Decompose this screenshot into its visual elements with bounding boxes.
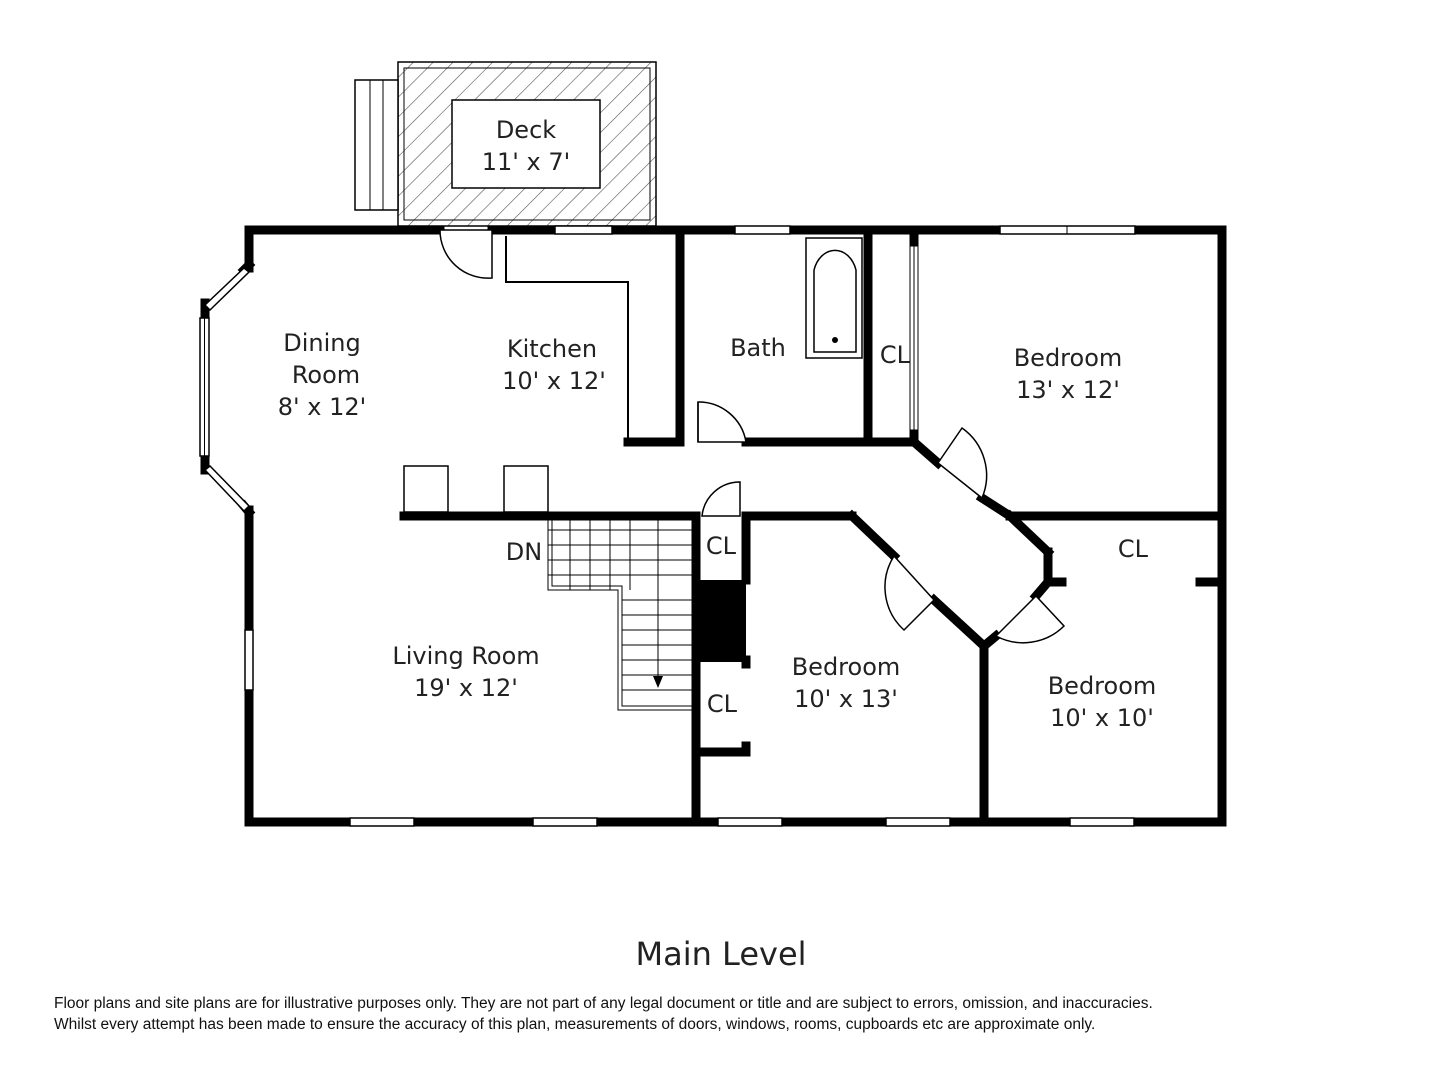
kitchen-name: Kitchen bbox=[507, 335, 597, 363]
bath-name: Bath bbox=[730, 334, 786, 362]
bedroom-se-dims: 10' x 10' bbox=[1050, 704, 1154, 732]
bedroom-mid-dims: 10' x 13' bbox=[794, 685, 898, 713]
bathtub bbox=[805, 237, 863, 359]
bar-stools bbox=[403, 465, 549, 513]
closet-label-se: CL bbox=[1118, 535, 1149, 563]
bay-window bbox=[199, 267, 251, 513]
disclaimer-line-1: Floor plans and site plans are for illus… bbox=[54, 995, 1153, 1012]
living-name: Living Room bbox=[392, 642, 539, 670]
room-labels: Deck 11' x 7' Dining Room 8' x 12' Kitch… bbox=[278, 116, 1157, 732]
staircase bbox=[547, 518, 694, 711]
windows bbox=[244, 225, 1136, 827]
disclaimer: Floor plans and site plans are for illus… bbox=[54, 993, 1394, 1035]
dining-name-1: Dining bbox=[283, 329, 360, 357]
closet-label-lower: CL bbox=[707, 690, 738, 718]
closet-sliding-door bbox=[909, 245, 919, 431]
deck-name: Deck bbox=[496, 116, 556, 144]
deck-door bbox=[439, 229, 493, 279]
deck bbox=[354, 61, 657, 227]
door-swings bbox=[697, 401, 1066, 644]
deck-dims: 11' x 7' bbox=[482, 148, 570, 176]
exterior-walls bbox=[200, 225, 1227, 827]
disclaimer-line-2: Whilst every attempt has been made to en… bbox=[54, 1016, 1096, 1033]
bedroom-mid-name: Bedroom bbox=[792, 653, 901, 681]
kitchen-dims: 10' x 12' bbox=[502, 367, 606, 395]
dining-dims: 8' x 12' bbox=[278, 393, 366, 421]
living-dims: 19' x 12' bbox=[414, 674, 518, 702]
interior-walls bbox=[399, 229, 1227, 823]
deck-steps bbox=[354, 79, 399, 211]
bedroom-se-name: Bedroom bbox=[1048, 672, 1157, 700]
stairs-down-label: DN bbox=[506, 538, 542, 566]
closet-label-bath: CL bbox=[880, 341, 911, 369]
level-title: Main Level bbox=[635, 935, 807, 973]
bedroom-ne-dims: 13' x 12' bbox=[1016, 376, 1120, 404]
bedroom-ne-name: Bedroom bbox=[1014, 344, 1123, 372]
chimney bbox=[698, 580, 746, 662]
closet-label-upper: CL bbox=[706, 532, 737, 560]
dining-name-2: Room bbox=[292, 361, 360, 389]
